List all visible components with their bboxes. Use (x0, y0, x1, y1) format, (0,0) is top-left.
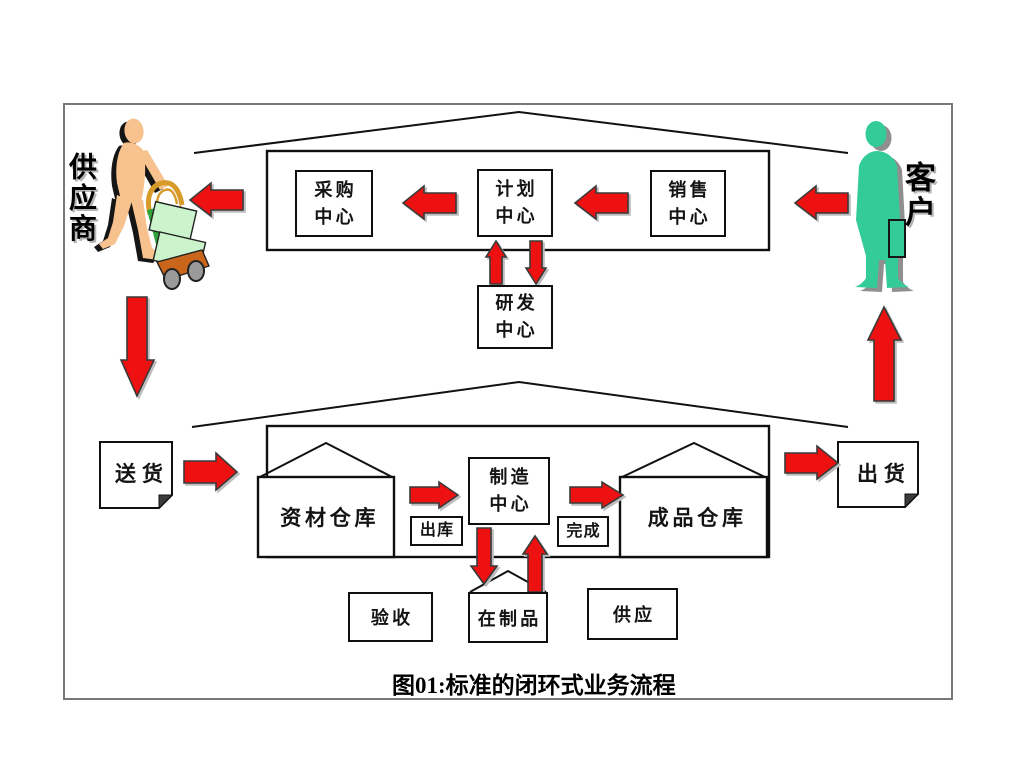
briefcase (888, 219, 906, 258)
arrow-customer-up (866, 305, 903, 402)
arrow-sales-to-plan (573, 184, 629, 221)
plan-center-label-line1: 计划 (495, 179, 538, 199)
mfg-center-label-line1: 制造 (489, 467, 532, 487)
complete-label: 完成 (566, 522, 601, 540)
sales-center-label-line2: 中心 (668, 206, 711, 227)
wip-box: 在制品 (468, 592, 548, 643)
purchase-center-label-line1: 采购 (314, 179, 357, 200)
finished-warehouse (618, 475, 769, 559)
arrow-supplier-down (119, 296, 156, 398)
shipment-note-label: 出货 (856, 461, 911, 486)
mfg-center-box: 制造 中心 (468, 457, 550, 525)
outbound-label: 出库 (419, 522, 455, 539)
arrow-mfg-to-wip-down (469, 527, 499, 586)
rnd-center-label-line1: 研发 (495, 293, 538, 313)
arrow-plan-to-purchase (401, 184, 457, 221)
complete-box: 完成 (557, 516, 609, 547)
arrow-delivery-to-warehouse (183, 451, 239, 492)
wip-label: 在制品 (477, 608, 542, 629)
arrow-rnd-to-plan-up (484, 239, 508, 285)
bottom-building-roof (191, 380, 849, 428)
sales-center-box: 销售 中心 (650, 170, 726, 237)
purchase-center-label-line2: 中心 (314, 206, 357, 227)
plan-center-label-line2: 中心 (495, 206, 538, 226)
finished-warehouse-label: 成品仓库 (647, 506, 747, 530)
supplier-figure (94, 118, 210, 290)
customer-label: 客户 (900, 161, 935, 231)
materials-warehouse-label: 资材仓库 (280, 506, 380, 530)
arrow-warehouse-to-mfg (409, 480, 460, 510)
hand-truck (146, 180, 210, 290)
supplier-person (99, 118, 168, 260)
accept-box: 验收 (348, 592, 433, 642)
arrow-building-to-supplier (188, 181, 244, 218)
top-building-roof (193, 110, 849, 154)
arrow-mfg-to-finished (569, 480, 625, 510)
flow-arrows (119, 181, 903, 593)
rnd-center-box: 研发 中心 (477, 285, 553, 349)
rnd-center-label-line2: 中心 (495, 320, 538, 340)
arrow-customer-to-building (793, 184, 849, 221)
supplier-label: 供应商 (65, 152, 96, 245)
mfg-center-label-line2: 中心 (489, 494, 532, 514)
outbound-box: 出库 (410, 516, 463, 546)
materials-warehouse-roof (257, 441, 395, 479)
purchase-center-box: 采购 中心 (295, 170, 373, 237)
hand-truck-wheel-right (187, 260, 205, 282)
diagram-frame (63, 103, 953, 700)
supply-label: 供应 (612, 605, 656, 625)
supply-box: 供应 (587, 588, 678, 640)
figure-caption: 图01:标准的闭环式业务流程 (392, 673, 676, 698)
plan-center-box: 计划 中心 (477, 169, 553, 237)
hand-truck-handle (146, 180, 185, 215)
delivery-note-label: 送货 (114, 462, 169, 486)
shipment-note-shape (837, 441, 920, 509)
arrow-building-to-shipment (784, 444, 840, 481)
accept-label: 验收 (370, 608, 414, 628)
hand-truck-wheel-left (163, 268, 181, 290)
arrow-plan-to-rnd-down (524, 240, 548, 286)
delivery-note-shape (99, 441, 174, 510)
finished-warehouse-roof (619, 441, 768, 479)
customer-figure (855, 121, 914, 292)
materials-warehouse (256, 475, 396, 559)
sales-center-label-line1: 销售 (668, 179, 711, 200)
